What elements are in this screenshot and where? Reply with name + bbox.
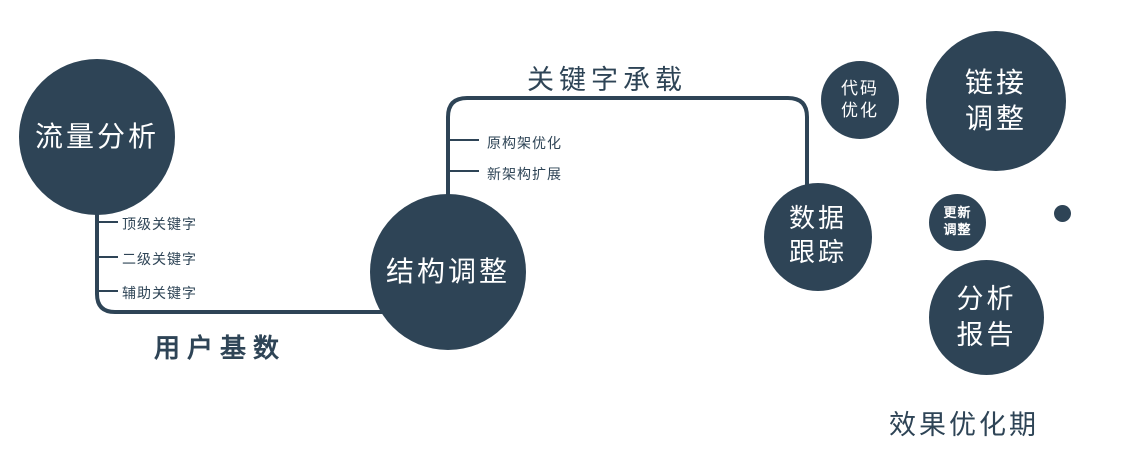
connector-traffic-to-structure [95,150,455,314]
node-link-adjustment: 链接 调整 [926,31,1066,171]
node-link-adjustment-line1: 链接 [964,65,1027,99]
branch-label-auxiliary-keywords: 辅助关键字 [122,286,197,302]
node-traffic-analysis: 流量分析 [19,59,175,215]
node-data-tracking-line2: 跟踪 [788,238,847,268]
edge-label-user-base: 用户基数 [154,334,287,364]
node-traffic-analysis-label: 流量分析 [34,119,159,153]
node-update-adjustment-line2: 调整 [943,222,972,238]
node-analysis-report: 分析 报告 [929,260,1044,375]
branch-label-secondary-keywords: 二级关键字 [122,252,197,268]
node-code-optimization-line2: 优化 [841,101,879,121]
node-link-adjustment-line2: 调整 [964,102,1027,135]
node-data-tracking-line1: 数据 [788,204,847,235]
node-structure-adjust: 结构调整 [370,194,526,350]
connector-structure-to-tracking [446,96,809,275]
branch-label-new-architecture: 新架构扩展 [487,167,562,183]
node-update-adjustment: 更新 调整 [929,194,986,251]
node-analysis-report-line1: 分析 [956,284,1017,316]
node-code-optimization-line1: 代码 [841,78,879,99]
branch-label-top-keywords: 顶级关键字 [122,217,197,233]
node-bullet-dot [1054,205,1071,222]
caption-effect-optimization-period: 效果优化期 [889,410,1039,441]
node-code-optimization: 代码 优化 [821,61,899,139]
edge-label-keyword-carrying: 关键字承载 [527,65,687,96]
node-update-adjustment-line1: 更新 [943,205,972,221]
branch-label-original-architecture: 原构架优化 [487,136,562,152]
node-data-tracking: 数据 跟踪 [764,183,872,291]
node-analysis-report-line2: 报告 [956,319,1017,351]
node-structure-adjust-label: 结构调整 [385,254,510,288]
